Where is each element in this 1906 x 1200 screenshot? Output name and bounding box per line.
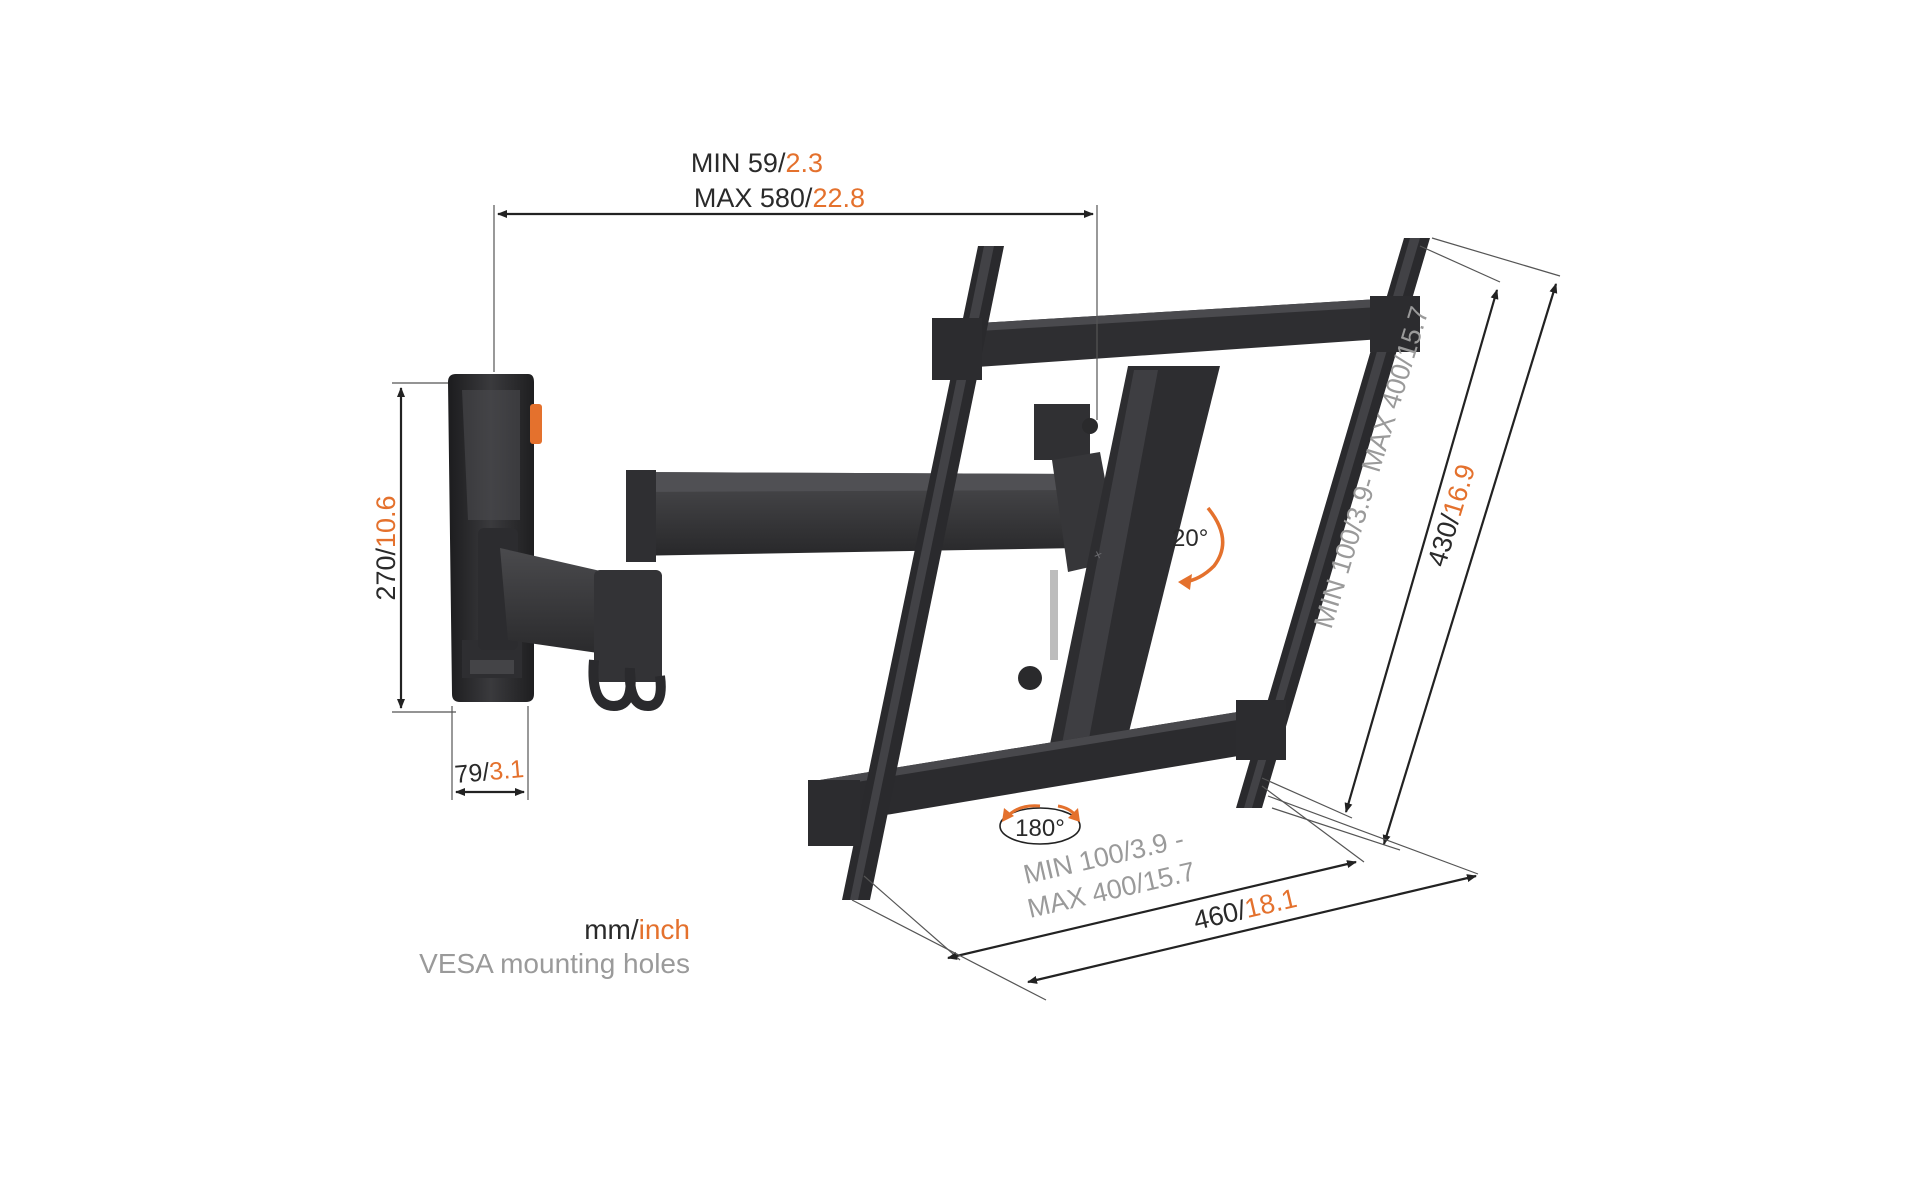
swivel-indicator: 180° [999,804,1081,845]
tilt-indicator: 20° [1172,506,1225,590]
arm-min-label: MIN 59/2.3 [691,148,823,178]
vertical-rail-left [808,246,1004,900]
tilt-label: 20° [1172,525,1208,552]
plate-height-label: 270/10.6 [371,495,401,600]
brand-logo-icon: ✕ [1092,549,1105,561]
dimension-lines [392,205,1561,1001]
plate-width-label: 79/3.1 [453,755,525,789]
first-arm [478,528,666,712]
orange-lock-tab [530,404,542,444]
vesa-note: VESA mounting holes [419,948,690,979]
unit-legend: mm/inch [584,914,690,945]
second-arm [626,470,1080,562]
legend: mm/inch VESA mounting holes [419,914,690,979]
frame-width-label: 460/18.1 [1191,883,1300,936]
tilt-arrow-icon [1183,506,1225,584]
center-plate: ✕ [1050,366,1220,744]
swivel-label: 180° [1015,815,1065,842]
arm-max-label: MAX 580/22.8 [694,183,865,213]
cross-bars [820,298,1396,826]
wall-mount-bracket: ✕ [448,238,1430,900]
